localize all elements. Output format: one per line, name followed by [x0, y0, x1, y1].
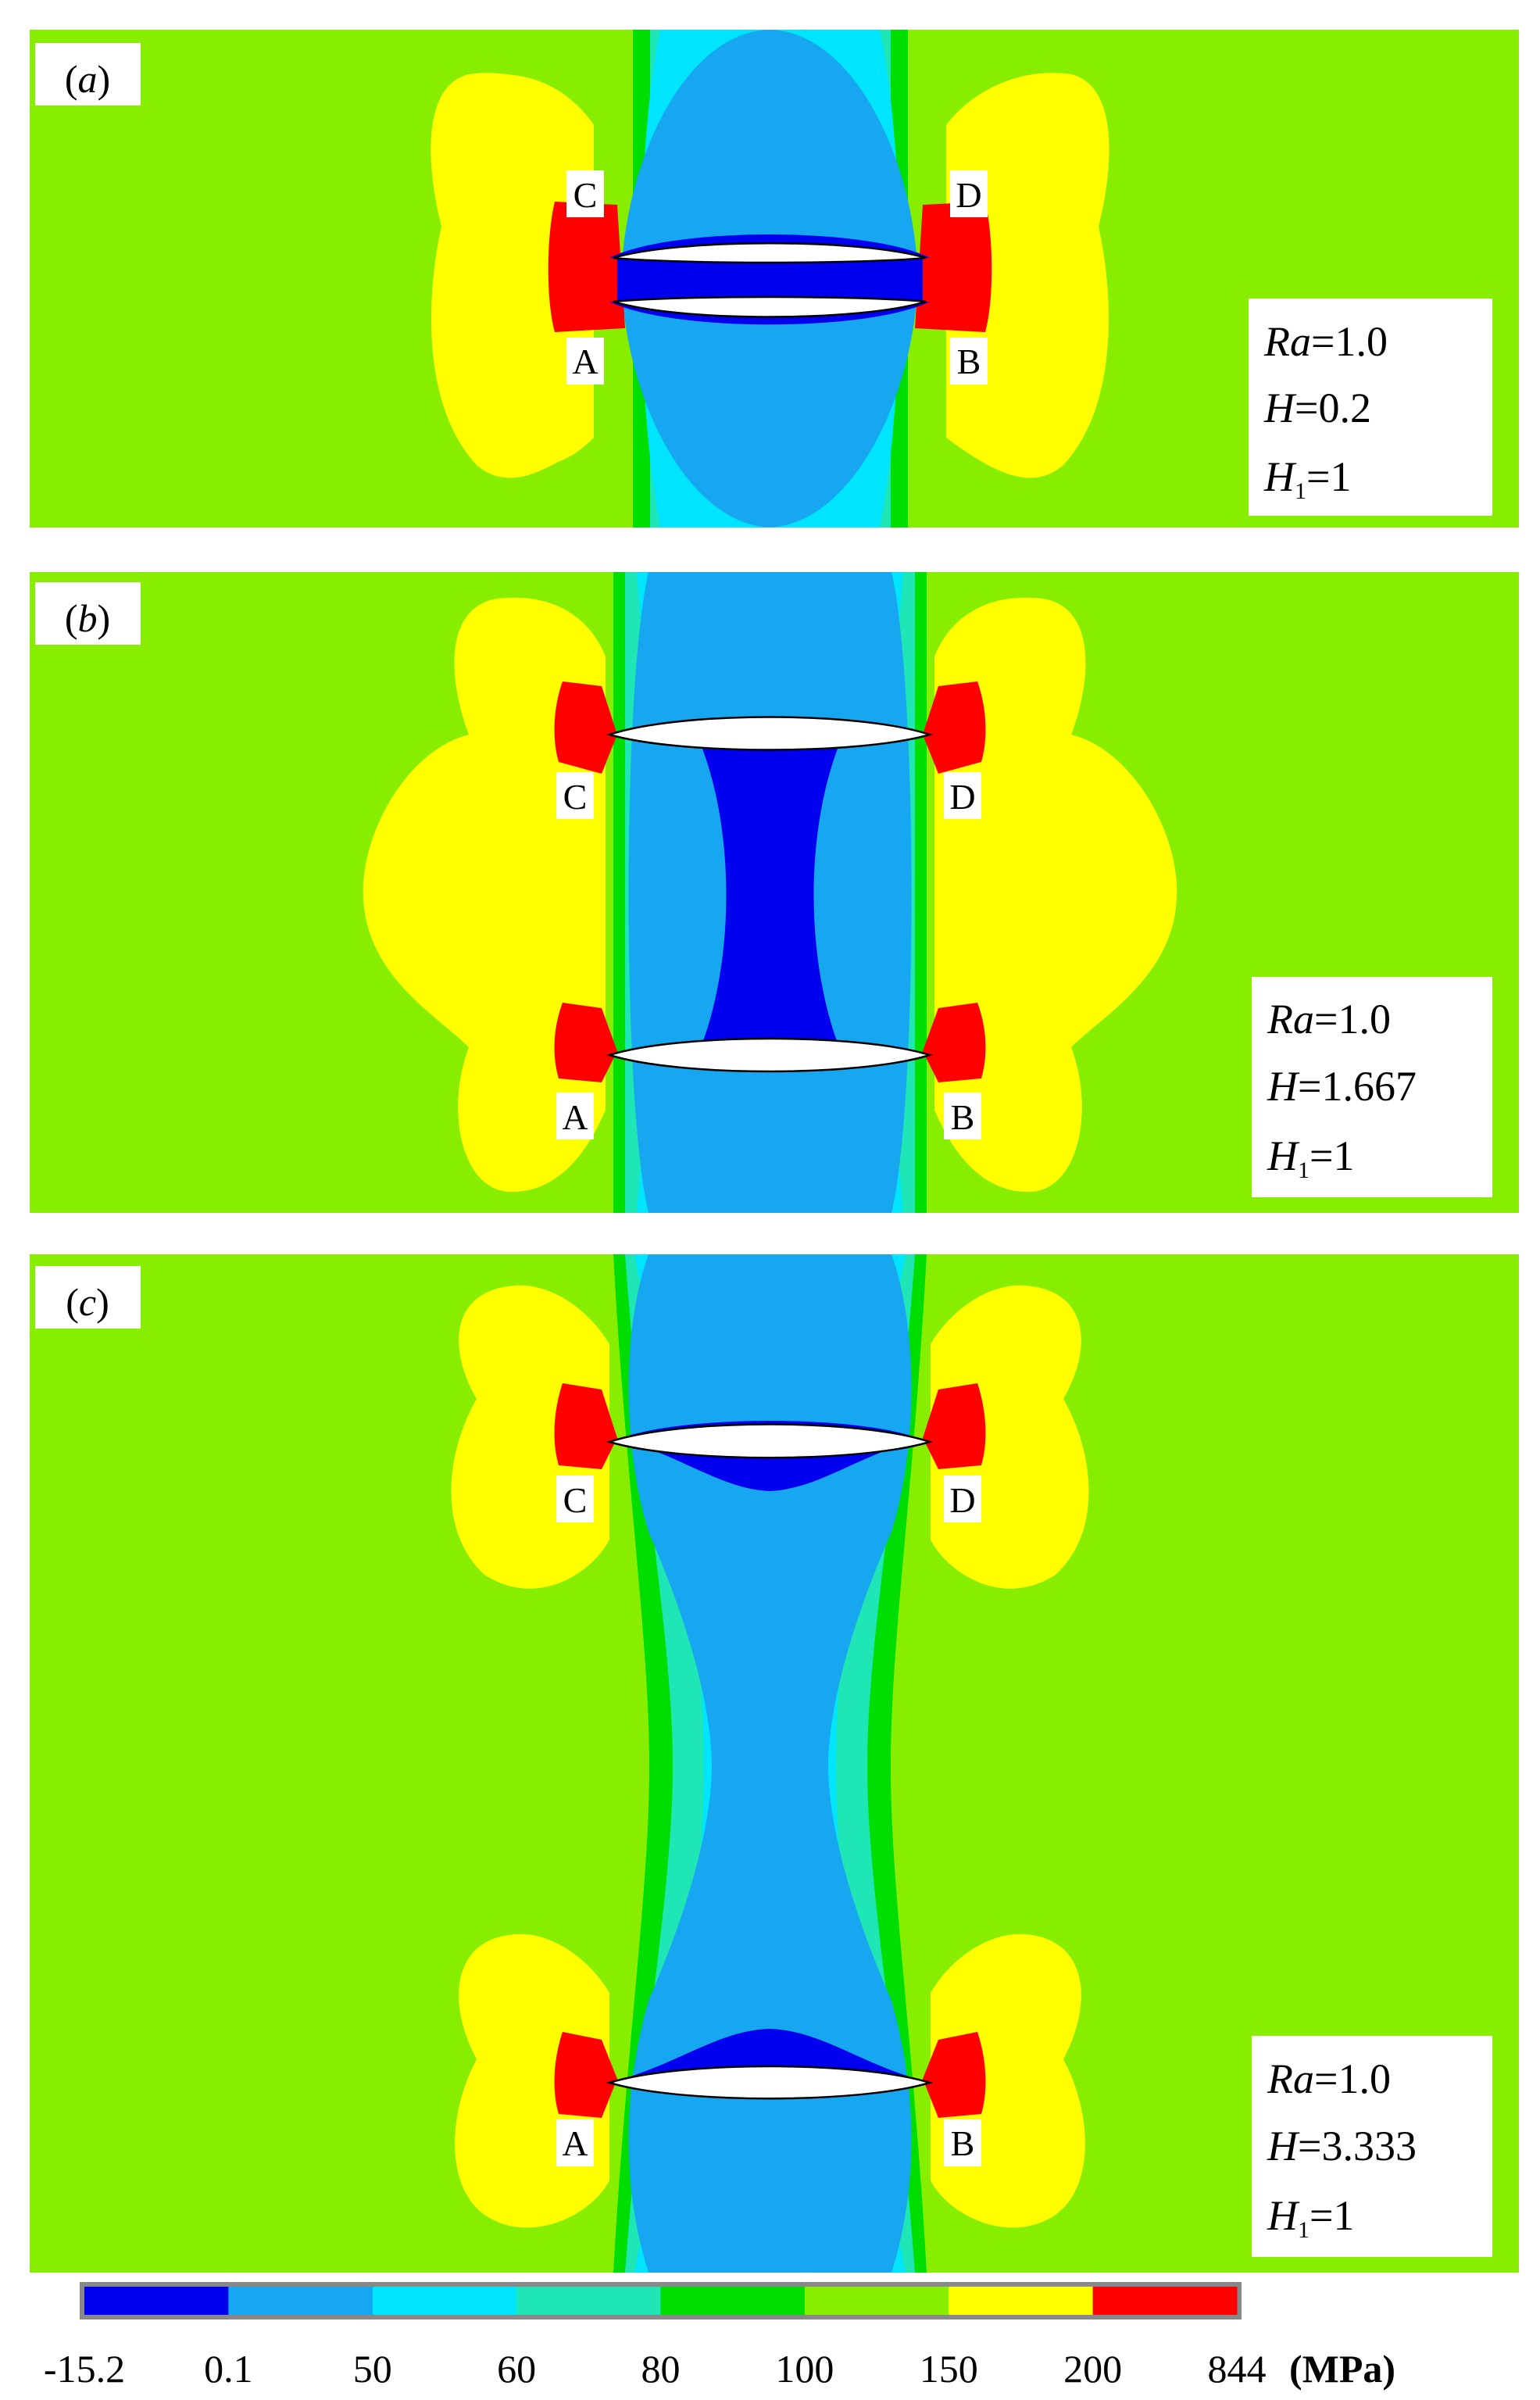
point-c-label: C [563, 1480, 588, 1520]
legend-tick-label: 100 [775, 2347, 834, 2391]
panel-b-label-box [35, 582, 141, 645]
point-d-label: D [949, 777, 975, 817]
panel-c: (c) C D A B Ra=1.0 H=3.333 H1=1 [30, 1254, 1519, 2273]
legend-tick-label: 200 [1063, 2347, 1122, 2391]
point-c-box [566, 170, 604, 217]
point-b-label: B [957, 342, 981, 381]
yellow-lobe-right [934, 597, 1177, 1193]
legend-swatch-3 [516, 2287, 661, 2315]
point-c-label: C [563, 777, 588, 817]
red-tip-a [554, 1003, 617, 1082]
legend-tick-label: 150 [920, 2347, 978, 2391]
point-d-box [944, 772, 981, 819]
panel-c-param-h: H=3.333 [1267, 2123, 1417, 2169]
yellow-lobe-left-fill [431, 73, 594, 478]
crack-upper [606, 716, 934, 751]
red-tip-c [554, 1383, 617, 1469]
panel-b-param-h: H=1.667 [1267, 1063, 1417, 1110]
legend-ticks: -15.2 0.1 50 60 80 100 150 200 844 [44, 2347, 1267, 2391]
panel-a-param-h1: H1=1 [1263, 453, 1351, 504]
legend-swatch-7 [1092, 2287, 1238, 2315]
red-tip-a [554, 2032, 617, 2118]
yellow-lobe-left [363, 597, 606, 1193]
legend-swatches [84, 2287, 1238, 2315]
legend-swatch-4 [660, 2287, 806, 2315]
panel-b: (b) C D A B Ra=1.0 H=1.667 H1=1 [30, 572, 1519, 1213]
point-b-box [944, 1093, 981, 1139]
legend-swatch-1 [228, 2287, 373, 2315]
dark-blue-strip [617, 258, 923, 302]
red-tip-d [923, 1383, 986, 1469]
crack-lower [606, 2065, 934, 2100]
legend-tick-label: 50 [353, 2347, 392, 2391]
panel-a-params-box [1249, 299, 1492, 516]
legend-tick-label: 60 [497, 2347, 536, 2391]
legend-tick-label: 80 [641, 2347, 681, 2391]
color-legend: -15.2 0.1 50 60 80 100 150 200 844 (MPa) [44, 2282, 1395, 2391]
band-light-blue [628, 1254, 912, 2273]
panel-c-label-box [35, 1266, 141, 1329]
legend-swatch-2 [372, 2287, 517, 2315]
legend-frame [80, 2282, 1242, 2320]
legend-tick-label: 0.1 [204, 2347, 253, 2391]
point-b-box [950, 338, 988, 385]
legend-tick-label: 844 [1208, 2347, 1267, 2391]
point-a-label: A [562, 1097, 588, 1137]
point-c-box [556, 1475, 594, 1522]
panel-b-label: (b) [65, 596, 110, 640]
point-d-label: D [956, 175, 981, 215]
legend-unit: (MPa) [1289, 2347, 1395, 2391]
panel-a: (a) C D A B Ra=1.0 H=0.2 H1=1 [30, 30, 1519, 528]
red-tip-d [915, 202, 992, 332]
panel-c-label: (c) [66, 1280, 109, 1324]
panel-a-param-h: H=0.2 [1263, 385, 1371, 431]
legend-tick-label: -15.2 [44, 2347, 125, 2391]
panel-b-param-h1: H1=1 [1267, 1132, 1354, 1183]
panel-b-param-ra: Ra=1.0 [1267, 996, 1391, 1043]
panel-a-param-ra: Ra=1.0 [1263, 318, 1388, 365]
point-c-label: C [573, 175, 598, 215]
red-tip-d [923, 681, 986, 774]
point-a-box [556, 1093, 594, 1139]
crack-upper [613, 242, 927, 264]
panel-a-label: (a) [65, 57, 110, 101]
point-a-label: A [562, 2123, 588, 2163]
blue-halo-lower [617, 2029, 922, 2080]
crack-lower [613, 295, 927, 318]
panel-b-params-box [1252, 977, 1492, 1197]
red-tip-c [548, 202, 625, 332]
point-a-box [556, 2119, 594, 2166]
legend-swatch-0 [84, 2287, 229, 2315]
point-b-label: B [951, 1097, 975, 1137]
band-dark-blue-hourglass [699, 741, 841, 1051]
point-d-box [950, 170, 988, 217]
point-c-box [556, 772, 594, 819]
point-d-box [944, 1475, 981, 1522]
red-tip-c [554, 681, 617, 774]
red-tip-b [923, 1003, 986, 1082]
legend-swatch-5 [804, 2287, 949, 2315]
point-a-box [566, 338, 604, 385]
panel-c-param-ra: Ra=1.0 [1267, 2055, 1391, 2102]
red-tip-b [923, 2032, 986, 2118]
panel-a-label-box [35, 43, 141, 106]
point-d-label: D [949, 1480, 975, 1520]
point-b-box [944, 2119, 981, 2166]
crack-upper [606, 1423, 934, 1459]
panel-c-param-h1: H1=1 [1267, 2192, 1354, 2243]
legend-swatch-6 [949, 2287, 1094, 2315]
point-b-label: B [951, 2123, 975, 2163]
point-a-label: A [572, 342, 598, 381]
crack-lower [606, 1037, 934, 1073]
panel-c-params-box [1252, 2036, 1492, 2257]
